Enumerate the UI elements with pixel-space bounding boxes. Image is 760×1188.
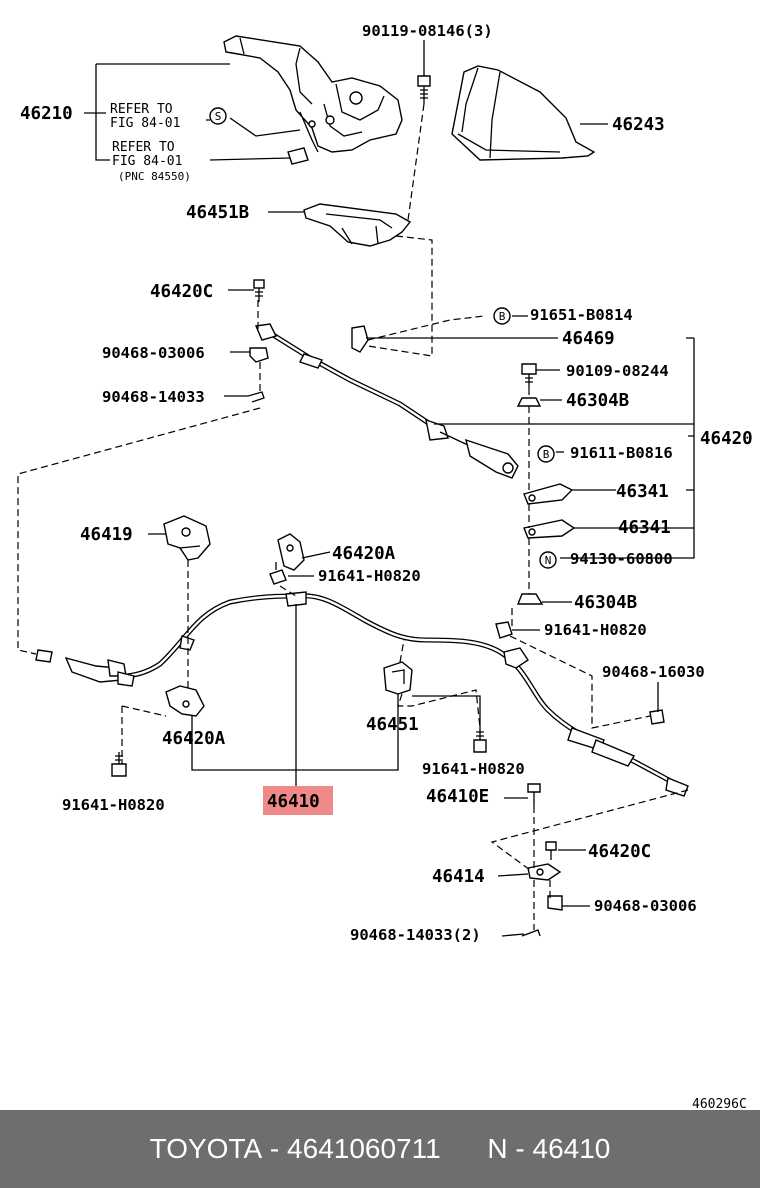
pin-46410e — [527, 783, 541, 806]
marker-n: N — [539, 551, 557, 569]
bolt-91641-right — [495, 621, 513, 639]
lever-46341-b — [523, 519, 576, 539]
label-46420[interactable]: 46420 — [700, 429, 753, 449]
label-46304b-top[interactable]: 46304B — [566, 391, 629, 411]
label-46243[interactable]: 46243 — [612, 115, 665, 135]
label-46420a-top[interactable]: 46420A — [332, 544, 396, 564]
label-91641-h0820-d[interactable]: 91641-H0820 — [62, 796, 165, 814]
exploded-parts-diagram: S B B N 90119-08146(3) 46210 REFER TO FI… — [17, 22, 753, 1110]
clip-90468-14033-bottom — [521, 929, 541, 937]
marker-b-1: B — [493, 307, 511, 325]
bracket-46420a-top — [277, 533, 305, 571]
footer-part-number: 4641060711 — [287, 1133, 441, 1164]
boot-cover-46243 — [451, 65, 596, 161]
bolt-46420c-bottom — [545, 841, 557, 860]
label-refer-to-2: REFER TO — [112, 140, 175, 155]
label-46341-b[interactable]: 46341 — [618, 518, 671, 538]
clip-90468-03006-top — [249, 347, 269, 363]
label-90468-03006-bottom[interactable]: 90468-03006 — [594, 897, 697, 915]
label-90468-14033-bottom[interactable]: 90468-14033(2) — [350, 926, 481, 944]
bracket-46420a-bottom — [165, 685, 205, 717]
bracket-46451b — [303, 203, 412, 247]
bolt-91641-lower-left — [111, 752, 127, 777]
bolt-91641-lower-mid — [473, 728, 487, 753]
rear-cable-46410 — [35, 591, 689, 797]
label-refer-to-1: REFER TO — [110, 102, 173, 117]
svg-text:B: B — [543, 448, 550, 461]
clip-90468-03006-bottom — [547, 895, 563, 911]
label-46410-highlighted[interactable]: 46410 — [267, 792, 320, 812]
clamp-46451 — [383, 661, 413, 695]
bracket-46419 — [163, 515, 211, 561]
footer-separator-1: - — [262, 1133, 288, 1164]
leader-lines — [84, 40, 695, 937]
label-91641-h0820-c[interactable]: 91641-H0820 — [422, 760, 525, 778]
label-46304b-bottom[interactable]: 46304B — [574, 593, 637, 613]
label-fig-84-01-1[interactable]: FIG 84-01 — [110, 116, 180, 131]
label-pnc-84550: (PNC 84550) — [118, 170, 191, 183]
svg-text:N: N — [545, 554, 552, 567]
label-46451b[interactable]: 46451B — [186, 203, 249, 223]
label-46420a-bottom[interactable]: 46420A — [162, 729, 226, 749]
equalizer-46414 — [527, 863, 562, 881]
part-info-footer: TOYOTA - 4641060711 N - 46410 — [0, 1110, 760, 1188]
figure-code: 460296C — [692, 1097, 747, 1110]
cable-hanger-right — [503, 647, 529, 669]
marker-s: S — [209, 107, 227, 125]
grommet-46304b-top — [516, 397, 542, 407]
label-46341-a[interactable]: 46341 — [616, 482, 669, 502]
label-90109-08244[interactable]: 90109-08244 — [566, 362, 669, 380]
label-90468-16030[interactable]: 90468-16030 — [602, 663, 705, 681]
label-fig-84-01-2[interactable]: FIG 84-01 — [112, 154, 182, 169]
label-46420c-bottom[interactable]: 46420C — [588, 842, 651, 862]
footer-ref-prefix: N — [487, 1133, 508, 1164]
marker-b-2: B — [537, 445, 555, 463]
label-46420c-top[interactable]: 46420C — [150, 282, 213, 302]
clip-90468-14033-top — [247, 391, 265, 403]
bolt-91641-upper — [269, 562, 287, 585]
label-46419[interactable]: 46419 — [80, 525, 133, 545]
bracket-46469 — [351, 325, 369, 353]
label-46451[interactable]: 46451 — [366, 715, 419, 735]
front-cable — [254, 323, 519, 479]
highlight-box — [263, 786, 333, 815]
label-90468-03006-top[interactable]: 90468-03006 — [102, 344, 205, 362]
clip-90468-16030 — [649, 709, 665, 725]
label-46469[interactable]: 46469 — [562, 329, 615, 349]
bolt-90109 — [521, 363, 537, 388]
label-94130-60800[interactable]: 94130-60800 — [570, 550, 673, 568]
brake-lever-assembly — [223, 35, 403, 165]
label-46414[interactable]: 46414 — [432, 867, 485, 887]
footer-gap — [441, 1133, 488, 1165]
svg-text:S: S — [215, 110, 222, 123]
grommet-46304b-bottom — [516, 593, 544, 605]
dashed-connection-lines — [17, 103, 689, 930]
label-46410e[interactable]: 46410E — [426, 787, 489, 807]
bolt-90119 — [417, 75, 431, 104]
bolt-46420c-top — [253, 279, 265, 302]
footer-brand: TOYOTA — [149, 1133, 263, 1164]
footer-separator-2: - — [507, 1133, 533, 1164]
label-46210[interactable]: 46210 — [20, 104, 73, 124]
label-91641-h0820-b[interactable]: 91641-H0820 — [544, 621, 647, 639]
label-91611-b0816[interactable]: 91611-B0816 — [570, 444, 673, 462]
svg-text:B: B — [499, 310, 506, 323]
label-90468-14033-top[interactable]: 90468-14033 — [102, 388, 205, 406]
footer-ref-code: 46410 — [532, 1133, 611, 1164]
label-90119-08146[interactable]: 90119-08146(3) — [362, 22, 493, 40]
lever-46341-a — [523, 483, 574, 505]
label-91641-h0820-a[interactable]: 91641-H0820 — [318, 567, 421, 585]
label-91651-b0814[interactable]: 91651-B0814 — [530, 306, 633, 324]
part-labels: 90119-08146(3) 46210 REFER TO FIG 84-01 … — [20, 22, 753, 1110]
